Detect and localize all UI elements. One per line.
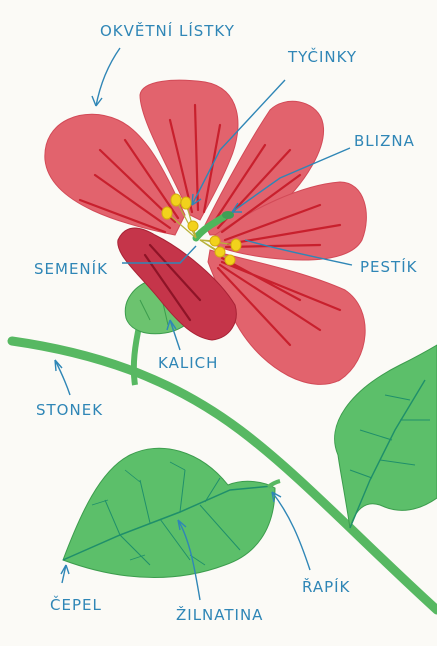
label-calyx: KALICH [158, 354, 218, 372]
label-petiole: ŘAPÍK [302, 577, 351, 596]
label-blade: ČEPEL [50, 595, 102, 614]
label-petals: OKVĚTNÍ LÍSTKY [100, 21, 235, 40]
leaf-right [335, 345, 437, 528]
label-stem: STONEK [36, 401, 103, 419]
label-ovary: SEMENÍK [34, 259, 108, 278]
label-stamens: TYČINKY [287, 47, 357, 66]
label-pistil: PESTÍK [360, 257, 418, 276]
label-vein: ŽILNATINA [176, 605, 263, 624]
petiole [268, 481, 280, 487]
label-stigma: BLIZNA [354, 132, 415, 150]
leaf-left [63, 448, 275, 577]
